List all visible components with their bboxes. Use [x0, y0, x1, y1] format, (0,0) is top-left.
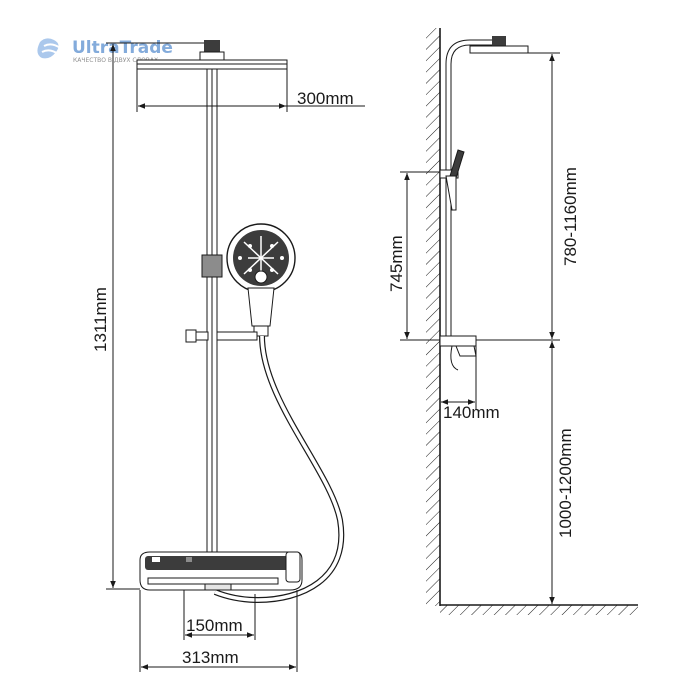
side-view: 780-1160mm 745mm 140mm 1000-1200mm	[387, 28, 638, 615]
dim-label-1311mm: 1311mm	[91, 287, 110, 352]
front-view: 300mm 1311mm 150mm 313mm	[91, 40, 365, 672]
rain-shower-head	[136, 40, 288, 70]
dim-label-150mm: 150mm	[186, 616, 243, 635]
side-hand-shower	[445, 149, 465, 211]
dim-label-313mm: 313mm	[182, 648, 239, 667]
thermostat-shelf	[139, 551, 303, 591]
dimension-total-height: 1311mm	[91, 42, 204, 590]
dim-label-1000-1200mm: 1000-1200mm	[556, 428, 575, 538]
dim-label-745mm: 745mm	[387, 235, 406, 292]
dim-label-300mm: 300mm	[297, 89, 354, 108]
side-rain-head	[469, 36, 529, 54]
dimension-mount-height: 1000-1200mm	[549, 341, 575, 604]
dimension-head-width: 300mm	[136, 69, 365, 112]
brand-name: UltraTrade	[72, 38, 173, 58]
dimension-shelf-width: 313mm	[139, 590, 298, 672]
dimension-holder-height: 745mm	[387, 171, 440, 341]
side-mixer	[439, 335, 477, 371]
dimension-spout-offset: 150mm	[183, 590, 256, 640]
dim-label-780-1160mm: 780-1160mm	[561, 167, 580, 266]
dimension-projection: 140mm	[441, 346, 500, 422]
floor-hatch	[440, 605, 638, 615]
dim-label-140mm: 140mm	[443, 403, 500, 422]
hand-shower-holder	[185, 329, 258, 343]
dimension-rail-length: 780-1160mm	[476, 52, 580, 341]
slider-sleeve	[201, 254, 223, 278]
hand-shower	[226, 223, 296, 337]
wall-hatch	[426, 28, 440, 606]
ultratrade-logo-icon	[37, 38, 61, 59]
